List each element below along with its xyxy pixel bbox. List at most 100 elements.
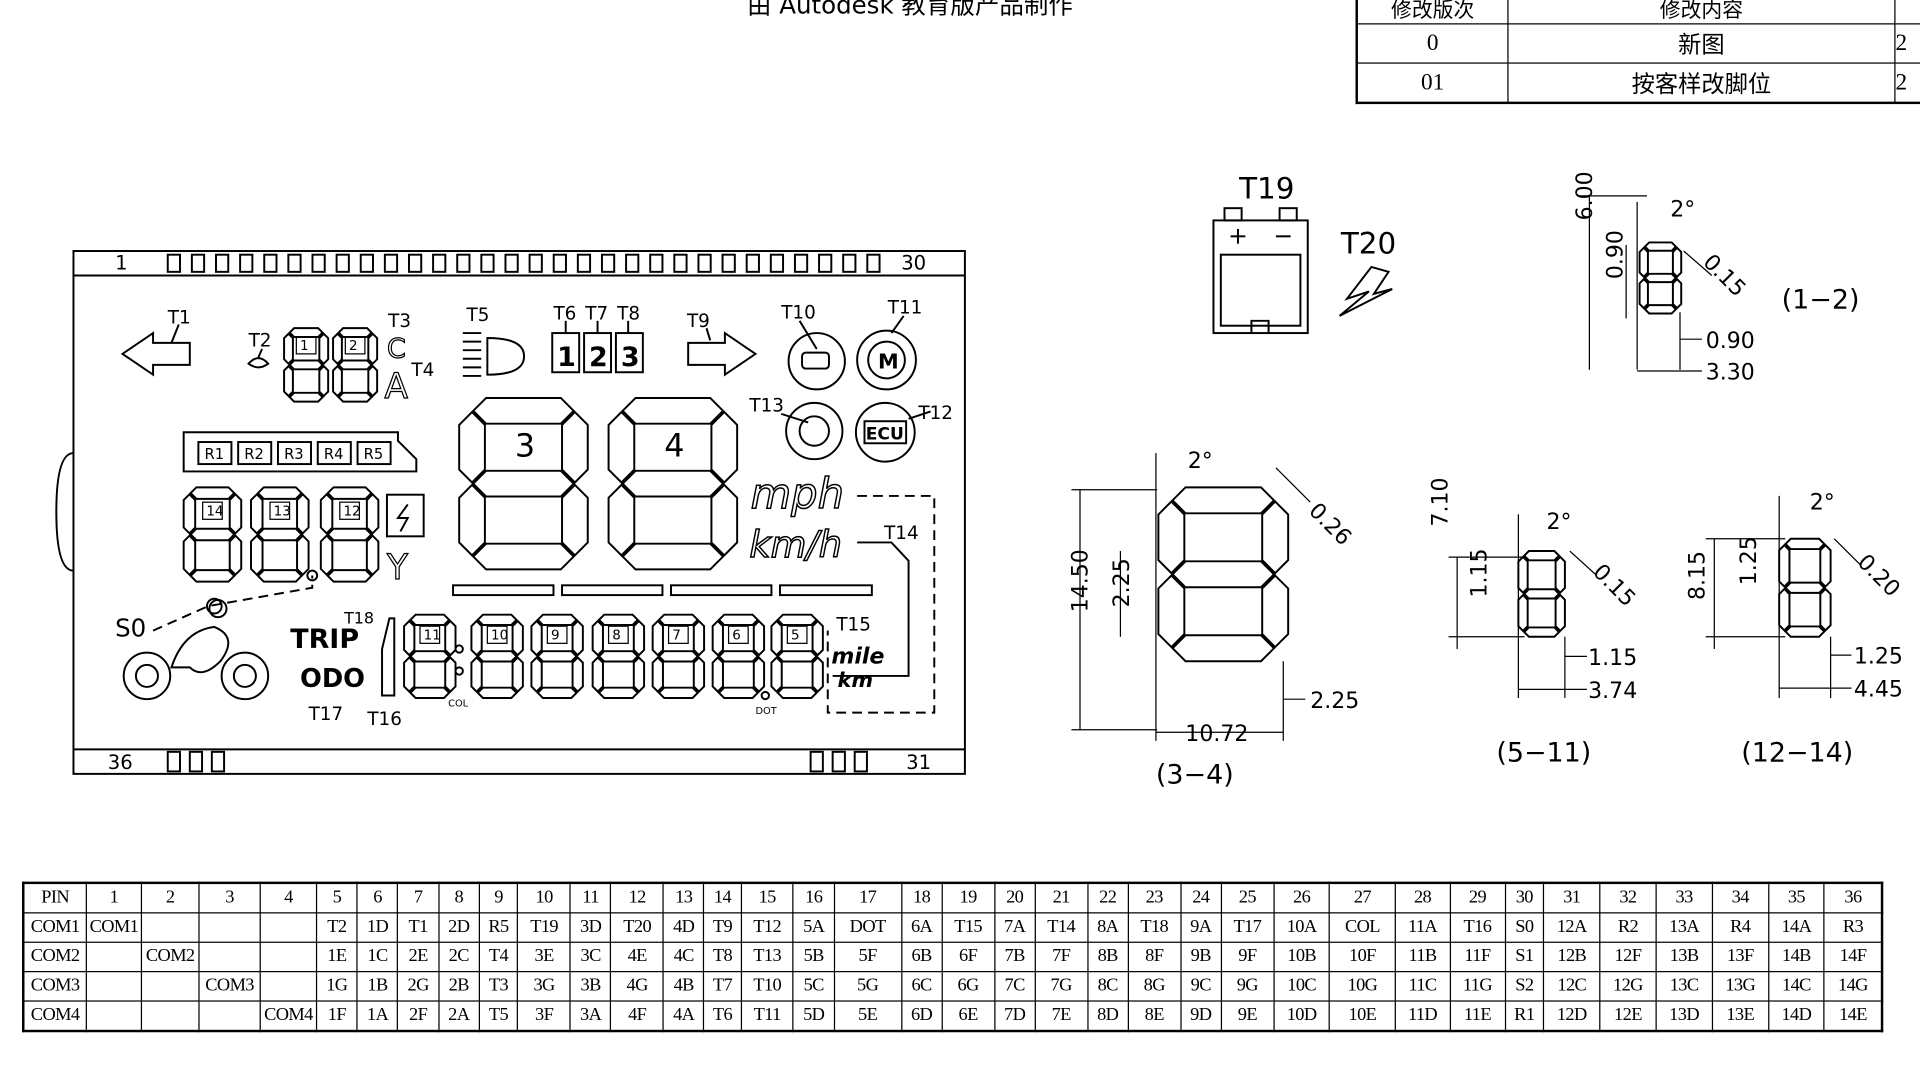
pin-cell: T19	[517, 912, 571, 943]
segment-e	[403, 656, 416, 693]
pin-cell: 3B	[569, 971, 612, 1002]
pin-cell: 6E	[941, 1000, 995, 1032]
segment-f	[458, 410, 486, 484]
s0-leader	[152, 575, 314, 632]
pin-header-cell: 10	[517, 882, 571, 914]
lcd-pin	[625, 253, 640, 273]
label-t3: T3	[387, 311, 411, 332]
segment-f	[182, 492, 197, 535]
bar-segment	[452, 584, 555, 597]
pin-cell: 12B	[1543, 941, 1601, 973]
pin-cell: 10B	[1272, 941, 1331, 973]
segment-g	[776, 650, 818, 663]
pin-cell: 4B	[662, 971, 705, 1002]
segment-b	[1554, 555, 1566, 595]
units-dashed-frame	[826, 494, 936, 714]
pin-cell: 5A	[792, 912, 835, 943]
lcd-battery-icon	[385, 493, 425, 538]
lcd-pin	[769, 253, 785, 273]
watermark-title: 由 Autodesk 教育版产品制作	[746, 0, 1073, 20]
dim: 2°	[1810, 490, 1835, 515]
digit-9	[530, 613, 584, 699]
label-t10: T10	[780, 302, 816, 323]
pin-header-cell: 13	[662, 882, 705, 914]
digit-7	[651, 613, 706, 699]
segment-b	[752, 619, 766, 657]
col-label: COL	[448, 699, 469, 710]
pin-cell: DOT	[833, 912, 902, 943]
segment-c	[571, 656, 584, 693]
ride-mode-box	[356, 441, 392, 466]
segment-c	[511, 656, 524, 693]
dim: 2.25	[1310, 689, 1359, 714]
segment-d	[288, 391, 324, 403]
lcd-pin	[504, 253, 519, 273]
dot-mark	[760, 690, 770, 701]
lcd-pin	[552, 253, 567, 273]
pin-cell: 6B	[900, 941, 943, 973]
label-t2: T2	[248, 331, 272, 352]
t14-leader	[832, 541, 910, 677]
lcd-pin	[853, 750, 868, 773]
pin-cell: 3F	[517, 1000, 571, 1032]
ride-mode-R4: R4	[324, 446, 344, 463]
pin-header-cell: 15	[740, 882, 795, 914]
pin-header-cell: 3	[198, 882, 261, 914]
segment-d	[409, 686, 451, 699]
digit-6	[711, 613, 766, 699]
pin-cell: COM3	[198, 971, 261, 1002]
segment-a	[657, 613, 700, 626]
rev-extra: 2	[1894, 62, 1920, 104]
segment-b	[228, 492, 243, 535]
odo-label: ODO	[300, 664, 365, 694]
lcd-pin	[190, 253, 206, 273]
label-t11: T11	[887, 297, 923, 318]
pin-cell: T6	[703, 1000, 742, 1032]
pin-cell: 11E	[1449, 1000, 1506, 1032]
lcd-pin	[239, 253, 254, 273]
digit-label: 4	[664, 427, 684, 465]
pin-cell: 4D	[662, 912, 705, 943]
pin-cell: 9A	[1179, 912, 1222, 943]
pin-cell: 11F	[1449, 941, 1506, 973]
pin-cell: R2	[1599, 912, 1657, 943]
pin-cell: 1B	[356, 971, 399, 1002]
digit-4	[607, 396, 739, 571]
pin-cell: 9E	[1220, 1000, 1275, 1032]
pin-header-cell: 29	[1449, 882, 1506, 914]
segment-f	[319, 492, 334, 535]
pin-header-cell: 16	[792, 882, 835, 914]
segment-c	[367, 364, 379, 398]
label-t6: T6	[552, 304, 576, 325]
pin-cell: 13B	[1655, 941, 1713, 973]
battery-icon	[1212, 207, 1309, 335]
pin-cell: T9	[703, 912, 742, 943]
pin-cell: 14C	[1767, 971, 1826, 1002]
pin-cell: COM2	[140, 941, 200, 973]
pin-header-cell: 24	[1179, 882, 1222, 914]
right-turn-arrow-icon	[687, 331, 758, 377]
pin-cell: 4E	[610, 941, 665, 973]
pin-cell: 12D	[1543, 1000, 1601, 1032]
segment-g	[288, 359, 324, 371]
segment-c	[318, 364, 330, 398]
segment-e	[283, 364, 294, 398]
pin-cell: T20	[610, 912, 665, 943]
pin-cell: T12	[740, 912, 795, 943]
segment-d	[657, 686, 700, 699]
segment-g	[597, 650, 640, 663]
caption-1-2: (1−2)	[1782, 285, 1860, 316]
dim: 3.30	[1706, 361, 1755, 386]
unit-mph: mph	[751, 469, 844, 518]
pin-cell: 14F	[1823, 941, 1883, 973]
pin-cell: 5E	[833, 1000, 902, 1032]
eye-icon	[247, 357, 270, 369]
segment-e	[319, 534, 334, 577]
dim: 2°	[1547, 510, 1572, 535]
lcd-pin	[831, 750, 846, 773]
dim: 2.25	[1110, 558, 1135, 607]
segment-c	[710, 483, 739, 557]
lcd-pin	[432, 253, 447, 273]
lcd-pin	[600, 253, 616, 273]
